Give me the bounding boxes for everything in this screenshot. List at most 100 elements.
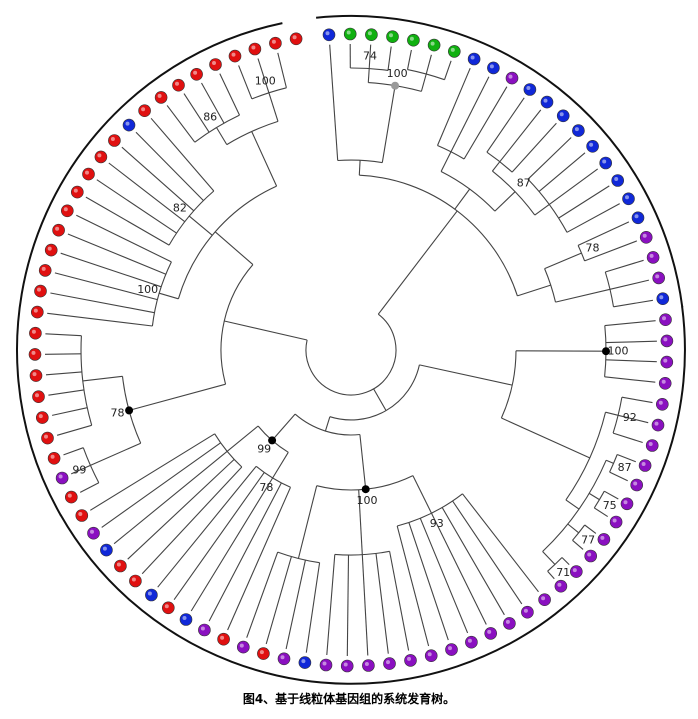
tip-highlight (35, 393, 39, 398)
tip-highlight (623, 500, 628, 505)
branch-line (90, 442, 141, 466)
tip-red (209, 58, 222, 71)
tip-blue (100, 543, 113, 557)
tip-highlight (663, 337, 668, 342)
branch-line (527, 137, 572, 180)
tip-highlight (654, 421, 659, 426)
tip-blue (540, 95, 554, 109)
tip-highlight (259, 650, 264, 655)
branch-line (67, 233, 167, 275)
tip-blue (145, 588, 158, 602)
bootstrap-label: 100 (255, 74, 276, 87)
branch-line (605, 411, 619, 416)
tip-highlight (612, 518, 617, 523)
tip-blue (656, 292, 670, 306)
branch-arc (334, 550, 390, 556)
bootstrap-label: 93 (430, 517, 444, 530)
clade-bracket (315, 14, 684, 308)
branch-line (190, 477, 274, 612)
tip-blue (622, 192, 635, 206)
branch-line (127, 458, 235, 560)
tip-highlight (641, 462, 646, 466)
tip-highlight (662, 316, 666, 321)
branch-arc (440, 171, 496, 212)
tip-highlight (661, 379, 666, 384)
tip-green (365, 28, 378, 42)
tip-red (228, 49, 242, 63)
tip-highlight (589, 142, 594, 147)
tip-red (108, 134, 121, 147)
tip-highlight (541, 596, 546, 601)
tip-blue (523, 83, 537, 96)
tip-red (162, 601, 175, 615)
tip-purple (660, 334, 674, 348)
tip-blue (631, 211, 645, 225)
branch-line (361, 554, 369, 656)
tip-highlight (642, 233, 647, 238)
branch-line (166, 105, 196, 143)
branch-line (305, 562, 321, 653)
tip-purple (569, 565, 583, 578)
tip-highlight (110, 137, 115, 141)
tip-highlight (97, 153, 102, 158)
branch-line (494, 191, 516, 212)
tip-highlight (182, 616, 187, 620)
tip-highlight (193, 70, 198, 75)
tip-highlight (164, 604, 169, 609)
branch-line (436, 67, 471, 146)
branch-arc (577, 245, 586, 262)
branch-line (285, 559, 306, 650)
branch-line (462, 493, 539, 593)
branch-line (555, 288, 611, 303)
tip-highlight (659, 295, 664, 300)
tip-highlight (367, 31, 372, 36)
branch-line (157, 465, 257, 588)
branch-line (227, 487, 292, 631)
tip-blue (611, 174, 625, 187)
tip-purple (503, 617, 516, 630)
tip-highlight (526, 86, 531, 90)
tip-purple (237, 640, 250, 654)
tip-red (30, 305, 44, 319)
root-arc (305, 313, 397, 396)
branch-arc (294, 413, 360, 436)
tip-highlight (663, 358, 668, 363)
branch-arc (565, 412, 607, 501)
tip-highlight (38, 414, 43, 419)
tip-highlight (543, 98, 548, 103)
tip-highlight (505, 619, 510, 624)
branch-line (63, 447, 84, 456)
branch-line (617, 414, 649, 424)
tip-highlight (116, 562, 121, 567)
branch-line (272, 452, 289, 479)
tip-green (447, 45, 461, 58)
branch-line (431, 512, 487, 625)
branch-line (358, 160, 361, 176)
tip-highlight (37, 287, 41, 292)
node-marker (602, 347, 610, 356)
tip-blue (467, 52, 481, 66)
tip-blue (572, 124, 585, 137)
bootstrap-label: 75 (603, 499, 617, 512)
tip-highlight (58, 474, 63, 479)
tip-purple (319, 658, 333, 672)
tip-red (65, 490, 78, 504)
tip-purple (646, 251, 660, 264)
tip-highlight (634, 214, 639, 219)
branch-line (265, 556, 292, 645)
branch-line (425, 54, 432, 75)
branch-line (499, 109, 542, 163)
bootstrap-label: 82 (173, 202, 187, 215)
tip-highlight (409, 36, 414, 41)
branch-line (82, 375, 123, 382)
tip-purple (652, 271, 666, 285)
tip-blue (122, 118, 136, 132)
tip-purple (655, 397, 669, 411)
branch-line (377, 210, 458, 315)
tip-red (82, 167, 95, 181)
tip-highlight (407, 656, 411, 661)
tip-red (94, 150, 108, 164)
tip-red (129, 574, 142, 588)
branch-line (128, 383, 226, 411)
branch-line (443, 60, 452, 80)
